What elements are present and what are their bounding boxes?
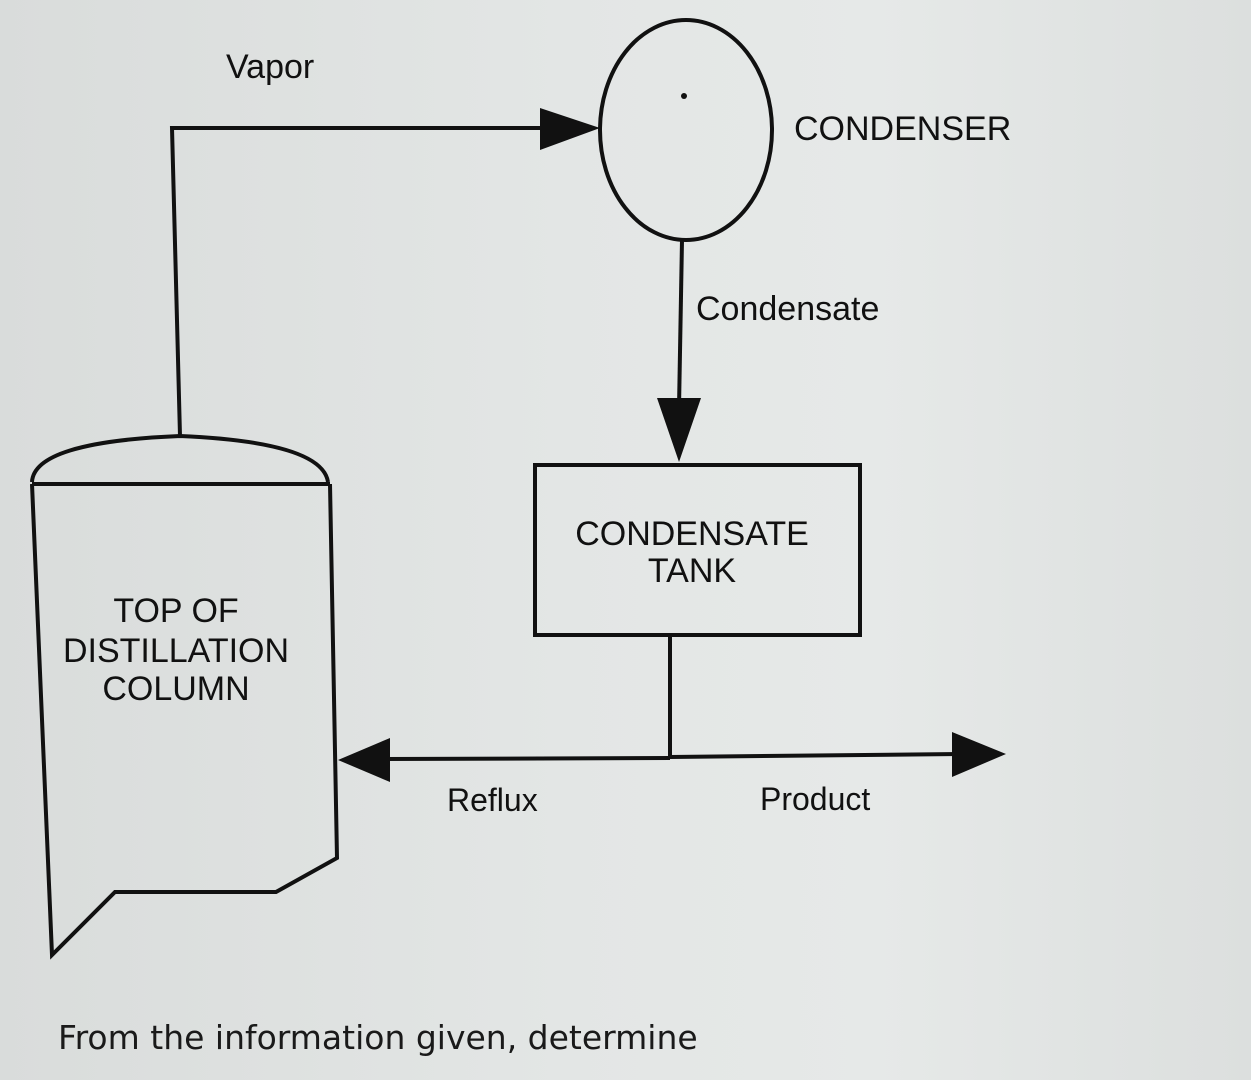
column-label-line1: TOP OF: [113, 592, 238, 630]
condensate-tank-label-line2: TANK: [648, 552, 736, 590]
vapor-label: Vapor: [226, 48, 314, 86]
product-arrowhead: [952, 732, 1006, 777]
condensate-label: Condensate: [696, 290, 879, 328]
vapor-arrowhead: [540, 108, 600, 150]
product-label: Product: [760, 781, 870, 817]
column-body: [30, 483, 340, 960]
column-label-line3: COLUMN: [102, 670, 249, 708]
reflux-label: Reflux: [447, 782, 538, 818]
column-label-line2: DISTILLATION: [63, 632, 289, 670]
condenser-label: CONDENSER: [794, 110, 1011, 148]
column-dome: [30, 433, 330, 483]
condensate-tank-label-line1: CONDENSATE: [575, 515, 809, 553]
reflux-arrowhead: [338, 738, 390, 782]
product-line: [669, 752, 961, 759]
vapor-line: [169, 126, 548, 437]
condensate-tank-box: [533, 463, 862, 637]
condenser-circle: [598, 18, 774, 242]
condensate-line: [677, 239, 684, 409]
condenser-dot: [681, 93, 687, 99]
reflux-line: [384, 756, 671, 761]
condensate-arrowhead: [657, 398, 701, 462]
question-caption: From the information given, determine: [58, 1018, 698, 1057]
